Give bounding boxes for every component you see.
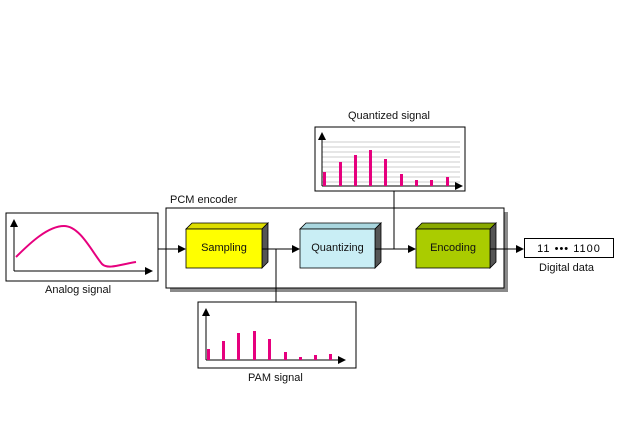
encoding-block xyxy=(415,222,497,269)
quantized-bar xyxy=(446,177,449,186)
digital-data-label: Digital data xyxy=(539,262,595,274)
quantized-bar xyxy=(384,159,387,186)
quantized-bar xyxy=(369,150,372,186)
quantized-signal-panel xyxy=(314,126,466,192)
pam-bar xyxy=(284,352,287,360)
analog-signal-label: Analog signal xyxy=(45,284,112,296)
digital-data-box: 11 ••• 1100 xyxy=(524,238,614,258)
quantized-bar xyxy=(430,180,433,186)
quantized-bar xyxy=(323,172,326,186)
pam-bar xyxy=(237,333,240,360)
encoding-label: Encoding xyxy=(430,242,476,254)
quantized-bar xyxy=(339,162,342,186)
quantized-bar xyxy=(415,180,418,186)
pam-signal-panel xyxy=(197,301,357,369)
quantized-bar xyxy=(400,174,403,186)
pcm-encoder-label: PCM encoder xyxy=(170,194,238,206)
pam-signal-label: PAM signal xyxy=(248,372,303,384)
quantized-signal-label: Quantized signal xyxy=(348,110,430,122)
quantizing-label: Quantizing xyxy=(311,242,364,254)
pam-bar xyxy=(299,357,302,360)
quantizing-block xyxy=(299,222,382,269)
analog-signal-panel xyxy=(5,212,159,282)
pam-bar xyxy=(207,349,210,360)
pam-bar xyxy=(222,341,225,360)
pam-bar xyxy=(253,331,256,360)
analog-waveform xyxy=(15,224,137,268)
quantized-bar xyxy=(354,155,357,186)
sampling-label: Sampling xyxy=(201,242,247,254)
pam-bar xyxy=(314,355,317,360)
pam-bar xyxy=(268,339,271,360)
sampling-block xyxy=(185,222,269,269)
pam-bar xyxy=(329,354,332,360)
